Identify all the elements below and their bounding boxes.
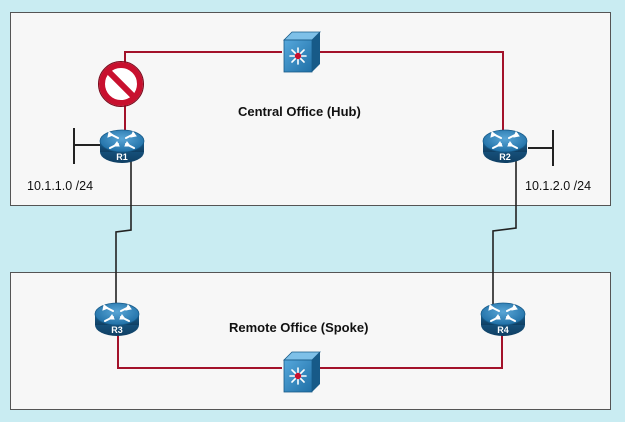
subnet-label-r2: 10.1.2.0 /24 <box>525 179 592 193</box>
router-label-r1: R1 <box>116 152 128 162</box>
subnet-label-r1: 10.1.1.0 /24 <box>27 179 94 193</box>
router-label-r4: R4 <box>497 325 509 335</box>
link-hub-switch-r2 <box>320 51 504 130</box>
router-label-r3: R3 <box>111 325 123 335</box>
serial-link-r1-r3 <box>115 158 132 305</box>
layer3-switch-icon <box>283 351 321 393</box>
remote-office-title: Remote Office (Spoke) <box>229 320 369 335</box>
serial-link-r2-r4 <box>492 160 517 305</box>
central-office-title: Central Office (Hub) <box>238 104 361 119</box>
prohibited-sign-icon <box>98 61 144 107</box>
link-r3-spoke-switch <box>117 328 282 369</box>
layer3-switch-icon <box>283 31 321 73</box>
router-label-r2: R2 <box>499 152 511 162</box>
link-spoke-switch-r4 <box>320 328 503 369</box>
